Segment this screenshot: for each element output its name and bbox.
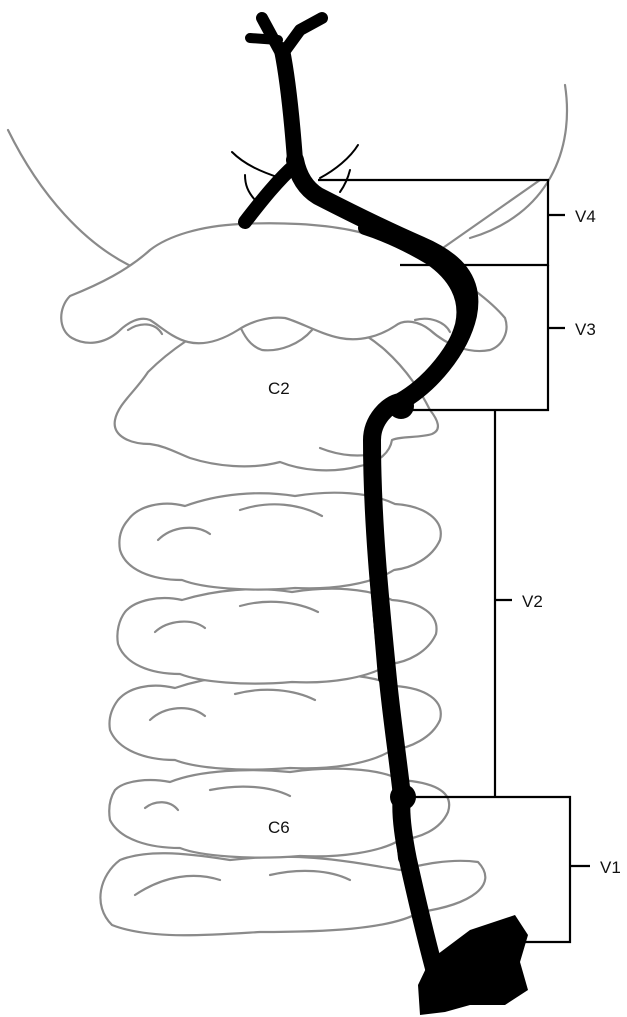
label-v2: V2 <box>522 592 543 611</box>
subclavian-artery <box>418 915 528 1015</box>
label-v4: V4 <box>575 207 596 226</box>
label-c6: C6 <box>268 818 290 837</box>
vertebra-c3 <box>119 493 440 590</box>
label-v3: V3 <box>575 320 596 339</box>
label-c2: C2 <box>268 379 290 398</box>
label-v1: V1 <box>600 858 621 877</box>
c2-foramen-point <box>388 393 414 419</box>
basilar-artery <box>232 18 358 222</box>
